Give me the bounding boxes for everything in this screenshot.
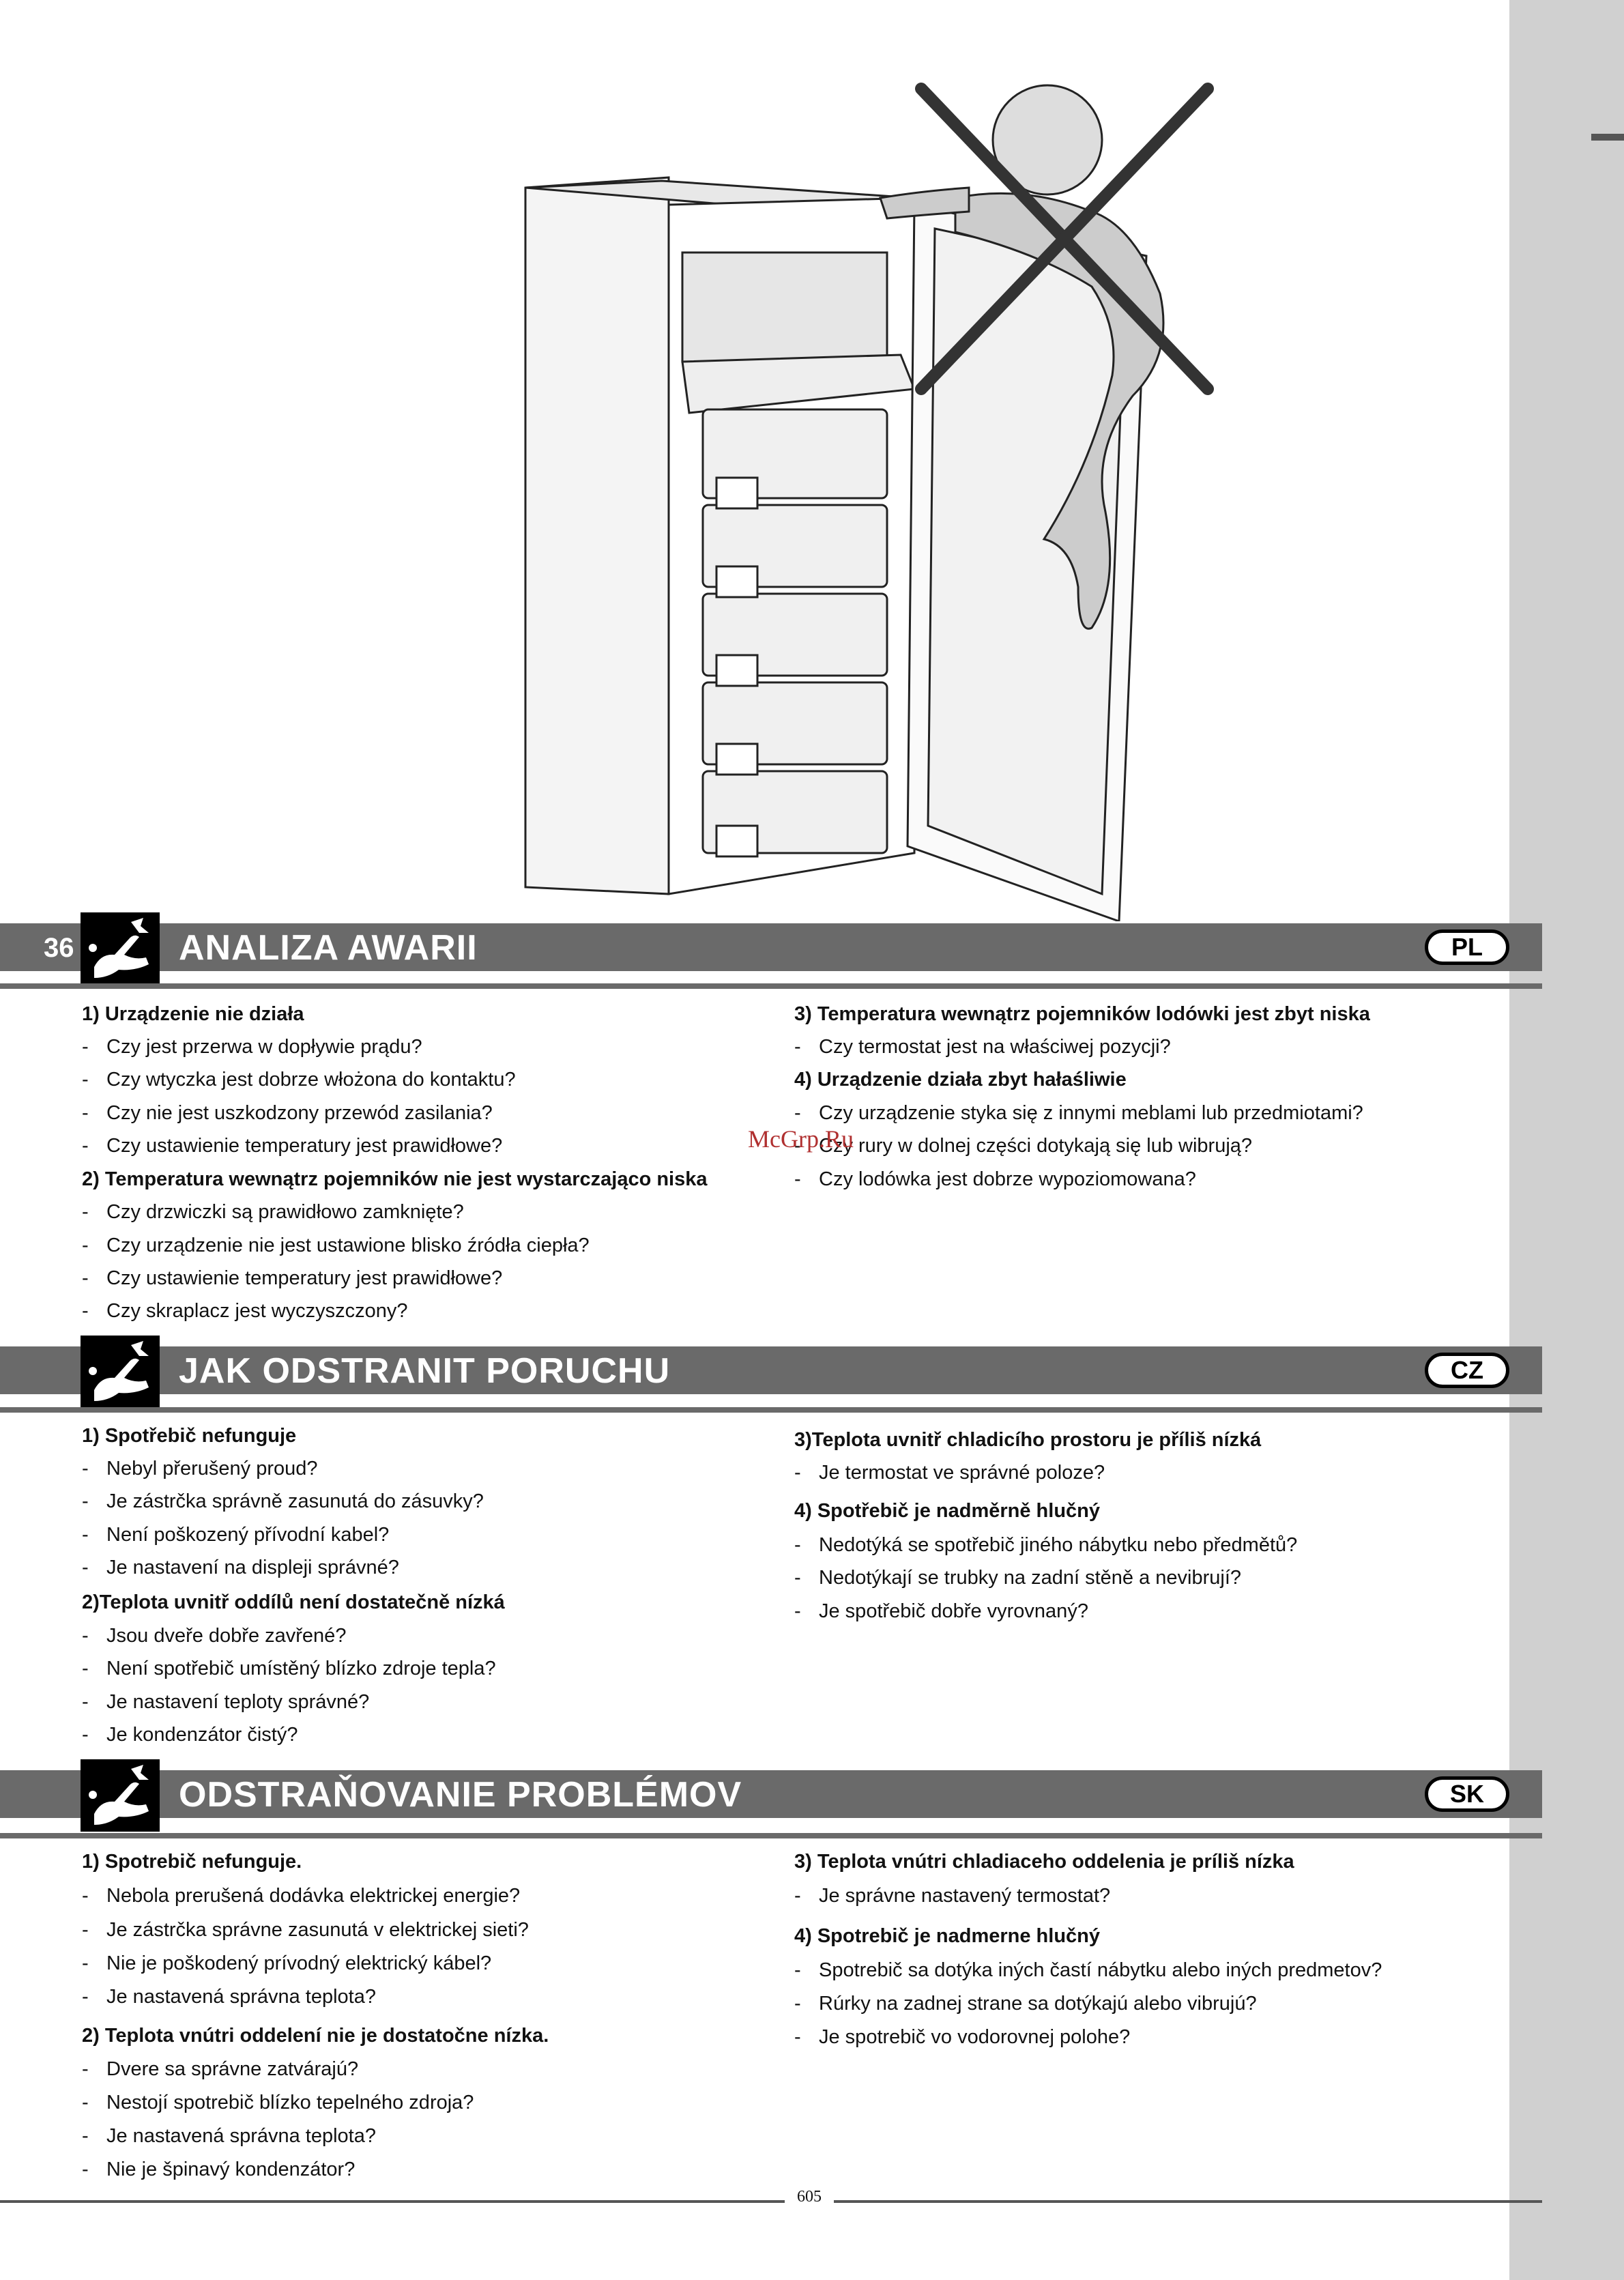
list-item: -Czy jest przerwa w dopływie prądu?: [82, 1036, 422, 1058]
list-item: -Je spotrebič vo vodorovnej polohe?: [794, 2026, 1131, 2048]
section-band-sk: ODSTRAŇOVANIE PROBLÉMOV SK: [0, 1759, 1542, 1832]
list-item: -Je spotřebič dobře vyrovnaný?: [794, 1600, 1088, 1622]
section-band-cz: JAK ODSTRANIT PORUCHU CZ: [0, 1336, 1542, 1408]
repair-hand-icon: [81, 1759, 160, 1832]
list-item: -Czy wtyczka jest dobrze włożona do kont…: [82, 1069, 516, 1091]
list-item: -Nebola prerušená dodávka elektrickej en…: [82, 1885, 521, 1907]
cz-heading-4: 4) Spotřebič je nadměrně hlučný: [794, 1500, 1100, 1522]
language-badge: CZ: [1425, 1353, 1509, 1388]
list-item: -Czy ustawienie temperatury jest prawidł…: [82, 1267, 503, 1289]
section-title: ANALIZA AWARII: [179, 928, 478, 968]
list-item: -Je termostat ve správné poloze?: [794, 1462, 1105, 1484]
list-item: -Czy urządzenie styka się z innymi mebla…: [794, 1102, 1363, 1124]
repair-hand-icon: [81, 912, 160, 985]
pl-heading-1: 1) Urządzenie nie działa: [82, 1003, 304, 1025]
list-item: -Je kondenzátor čistý?: [82, 1724, 298, 1746]
sk-right-column: 3) Teplota vnútri chladiaceho oddelenia …: [794, 1851, 1477, 2055]
list-item: -Czy drzwiczki są prawidłowo zamknięte?: [82, 1201, 464, 1223]
sk-heading-1: 1) Spotrebič nefunguje.: [82, 1851, 302, 1873]
pl-heading-2: 2) Temperatura wewnątrz pojemników nie j…: [82, 1168, 708, 1190]
list-item: -Czy rury w dolnej części dotykają się l…: [794, 1135, 1253, 1157]
repair-hand-icon: [81, 1336, 160, 1408]
footer-rule-right: [834, 2200, 1542, 2203]
section-rule: [0, 983, 1542, 989]
sk-heading-4: 4) Spotrebič je nadmerne hlučný: [794, 1925, 1100, 1947]
list-item: -Czy skraplacz jest wyczyszczony?: [82, 1300, 408, 1322]
list-item: -Nedotýkají se trubky na zadní stěně a n…: [794, 1567, 1242, 1589]
list-item: -Není poškozený přívodní kabel?: [82, 1524, 390, 1546]
list-item: -Nie je špinavý kondenzátor?: [82, 2159, 356, 2180]
section-band-pl: 36 ANALIZA AWARII PL: [0, 912, 1542, 985]
cz-heading-1: 1) Spotřebič nefunguje: [82, 1425, 297, 1447]
list-item: -Nedotýká se spotřebič jiného nábytku ne…: [794, 1534, 1298, 1556]
sk-heading-3: 3) Teplota vnútri chladiaceho oddelenia …: [794, 1851, 1294, 1873]
cz-heading-3: 3)Teplota uvnitř chladicího prostoru je …: [794, 1429, 1262, 1451]
pl-left-column: 1) Urządzenie nie działa -Czy jest przer…: [82, 1003, 764, 1331]
section-title: ODSTRAŇOVANIE PROBLÉMOV: [179, 1775, 742, 1815]
list-item: -Dvere sa správne zatvárajú?: [82, 2058, 359, 2080]
list-item: -Jsou dveře dobře zavřené?: [82, 1625, 347, 1647]
list-item: -Rúrky na zadnej strane sa dotýkajú aleb…: [794, 1993, 1257, 2015]
cz-heading-2: 2)Teplota uvnitř oddílů není dostatečně …: [82, 1591, 505, 1613]
list-item: -Je nastavení teploty správné?: [82, 1691, 370, 1713]
section-title: JAK ODSTRANIT PORUCHU: [179, 1351, 671, 1391]
section-rule: [0, 1833, 1542, 1838]
language-badge: PL: [1425, 929, 1509, 965]
list-item: -Czy termostat jest na właściwej pozycji…: [794, 1036, 1171, 1058]
pl-heading-4: 4) Urządzenie działa zbyt hałaśliwie: [794, 1069, 1127, 1091]
side-tick: [1591, 134, 1624, 141]
list-item: -Czy ustawienie temperatury jest prawidł…: [82, 1135, 503, 1157]
list-item: -Nie je poškodený prívodný elektrický ká…: [82, 1952, 492, 1974]
cz-left-column: 1) Spotřebič nefunguje -Nebyl přerušený …: [82, 1425, 764, 1752]
watermark: McGrp.Ru: [748, 1125, 854, 1153]
pl-heading-3: 3) Temperatura wewnątrz pojemników lodów…: [794, 1003, 1370, 1025]
list-item: -Czy nie jest uszkodzony przewód zasilan…: [82, 1102, 493, 1124]
list-item: -Je nastavení na displeji správné?: [82, 1557, 399, 1578]
list-item: -Czy lodówka jest dobrze wypoziomowana?: [794, 1168, 1196, 1190]
cz-right-column: 3)Teplota uvnitř chladicího prostoru je …: [794, 1429, 1477, 1634]
freezer-warning-illustration: [478, 68, 1296, 923]
footer-rule-left: [0, 2200, 785, 2203]
list-item: -Nestojí spotrebič blízko tepelného zdro…: [82, 2092, 474, 2113]
footer-page-number: 605: [797, 2188, 822, 2206]
page-number: 36: [44, 933, 74, 963]
section-rule: [0, 1407, 1542, 1413]
sk-left-column: 1) Spotrebič nefunguje. -Nebola prerušen…: [82, 1851, 764, 2185]
list-item: -Není spotřebič umístěný blízko zdroje t…: [82, 1658, 496, 1679]
side-strip: [1509, 0, 1624, 2280]
list-item: -Spotrebič sa dotýka iných častí nábytku…: [794, 1959, 1382, 1981]
pl-right-column: 3) Temperatura wewnątrz pojemników lodów…: [794, 1003, 1477, 1190]
sk-heading-2: 2) Teplota vnútri oddelení nie je dostat…: [82, 2025, 549, 2047]
list-item: -Je správne nastavený termostat?: [794, 1885, 1111, 1907]
language-badge: SK: [1425, 1776, 1509, 1812]
list-item: -Je zástrčka správne zasunutá v elektric…: [82, 1919, 529, 1941]
list-item: -Je nastavená správna teplota?: [82, 1986, 376, 2008]
list-item: -Je zástrčka správně zasunutá do zásuvky…: [82, 1490, 484, 1512]
list-item: -Czy urządzenie nie jest ustawione blisk…: [82, 1235, 590, 1256]
list-item: -Nebyl přerušený proud?: [82, 1458, 318, 1480]
list-item: -Je nastavená správna teplota?: [82, 2125, 376, 2147]
